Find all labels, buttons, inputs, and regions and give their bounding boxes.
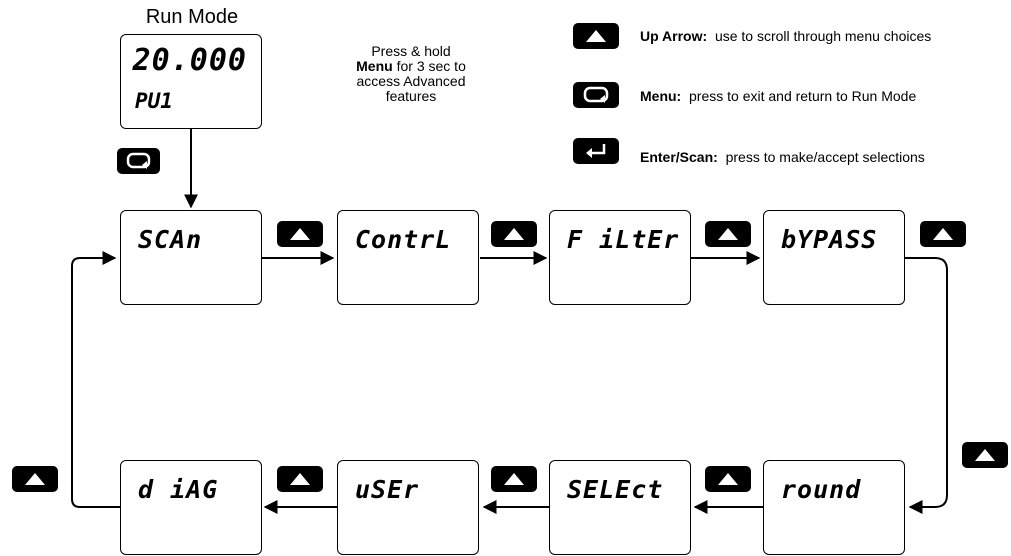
up-key-7[interactable] <box>491 466 537 492</box>
up-key-2[interactable] <box>491 221 537 247</box>
up-key-9[interactable] <box>12 466 58 492</box>
legend-up-key <box>573 23 619 49</box>
up-key-3[interactable] <box>705 221 751 247</box>
run-mode-title: Run Mode <box>145 6 239 28</box>
menu-box-scan[interactable]: SCAn <box>120 210 262 305</box>
legend-enter-key <box>573 138 619 164</box>
display-unit: PU1 <box>135 89 173 113</box>
enter-arrow-icon <box>586 144 606 158</box>
up-arrow-icon <box>933 228 953 240</box>
up-arrow-icon <box>975 449 995 461</box>
run-mode-display: 20.000 PU1 <box>120 34 262 129</box>
legend-up: Up Arrow: use to scroll through menu cho… <box>640 28 931 44</box>
menu-box-control[interactable]: ContrL <box>337 210 479 305</box>
menu-loop-icon <box>126 152 151 169</box>
menu-label: ContrL <box>355 225 452 254</box>
note-bold: Menu <box>356 58 393 74</box>
legend-up-label: Up Arrow: <box>640 28 708 44</box>
up-arrow-icon <box>290 228 310 240</box>
note-line2: for 3 sec to <box>396 58 466 74</box>
up-arrow-icon <box>718 228 738 240</box>
menu-box-select[interactable]: SELEct <box>549 460 691 555</box>
legend-enter-label: Enter/Scan: <box>640 149 718 165</box>
menu-loop-icon <box>583 86 609 103</box>
up-arrow-icon <box>718 473 738 485</box>
run-menu-key[interactable] <box>117 148 160 174</box>
menu-box-user[interactable]: uSEr <box>337 460 479 555</box>
menu-box-filter[interactable]: F iLtEr <box>549 210 691 305</box>
up-key-1[interactable] <box>277 221 323 247</box>
menu-box-diag[interactable]: d iAG <box>120 460 262 555</box>
menu-label: bYPASS <box>781 225 878 254</box>
legend-up-text: use to scroll through menu choices <box>714 28 932 44</box>
up-key-4[interactable] <box>920 221 966 247</box>
note-line3: access Advanced <box>356 73 466 89</box>
legend-menu-label: Menu: <box>640 88 682 104</box>
menu-label: SELEct <box>567 475 664 504</box>
legend-menu-key <box>573 82 619 108</box>
menu-label: uSEr <box>355 475 420 504</box>
up-key-8[interactable] <box>277 466 323 492</box>
note-line1: Press & hold <box>371 43 451 59</box>
menu-box-round[interactable]: round <box>763 460 905 555</box>
menu-label: F iLtEr <box>567 225 680 254</box>
up-arrow-icon <box>504 473 524 485</box>
legend-enter-text: press to make/accept selections <box>725 149 925 165</box>
up-key-5[interactable] <box>962 442 1008 468</box>
up-arrow-icon <box>504 228 524 240</box>
up-arrow-icon <box>290 473 310 485</box>
legend-menu: Menu: press to exit and return to Run Mo… <box>640 88 916 104</box>
menu-label: d iAG <box>138 475 219 504</box>
menu-box-bypass[interactable]: bYPASS <box>763 210 905 305</box>
advanced-note: Press & hold Menu for 3 sec to access Ad… <box>337 44 485 104</box>
up-key-6[interactable] <box>705 466 751 492</box>
note-line4: features <box>385 88 437 104</box>
up-arrow-icon <box>586 30 606 42</box>
menu-label: SCAn <box>138 225 203 254</box>
legend-enter: Enter/Scan: press to make/accept selecti… <box>640 149 925 165</box>
menu-label: round <box>781 475 862 504</box>
display-value: 20.000 <box>132 43 247 78</box>
up-arrow-icon <box>25 473 45 485</box>
legend-menu-text: press to exit and return to Run Mode <box>689 88 917 104</box>
